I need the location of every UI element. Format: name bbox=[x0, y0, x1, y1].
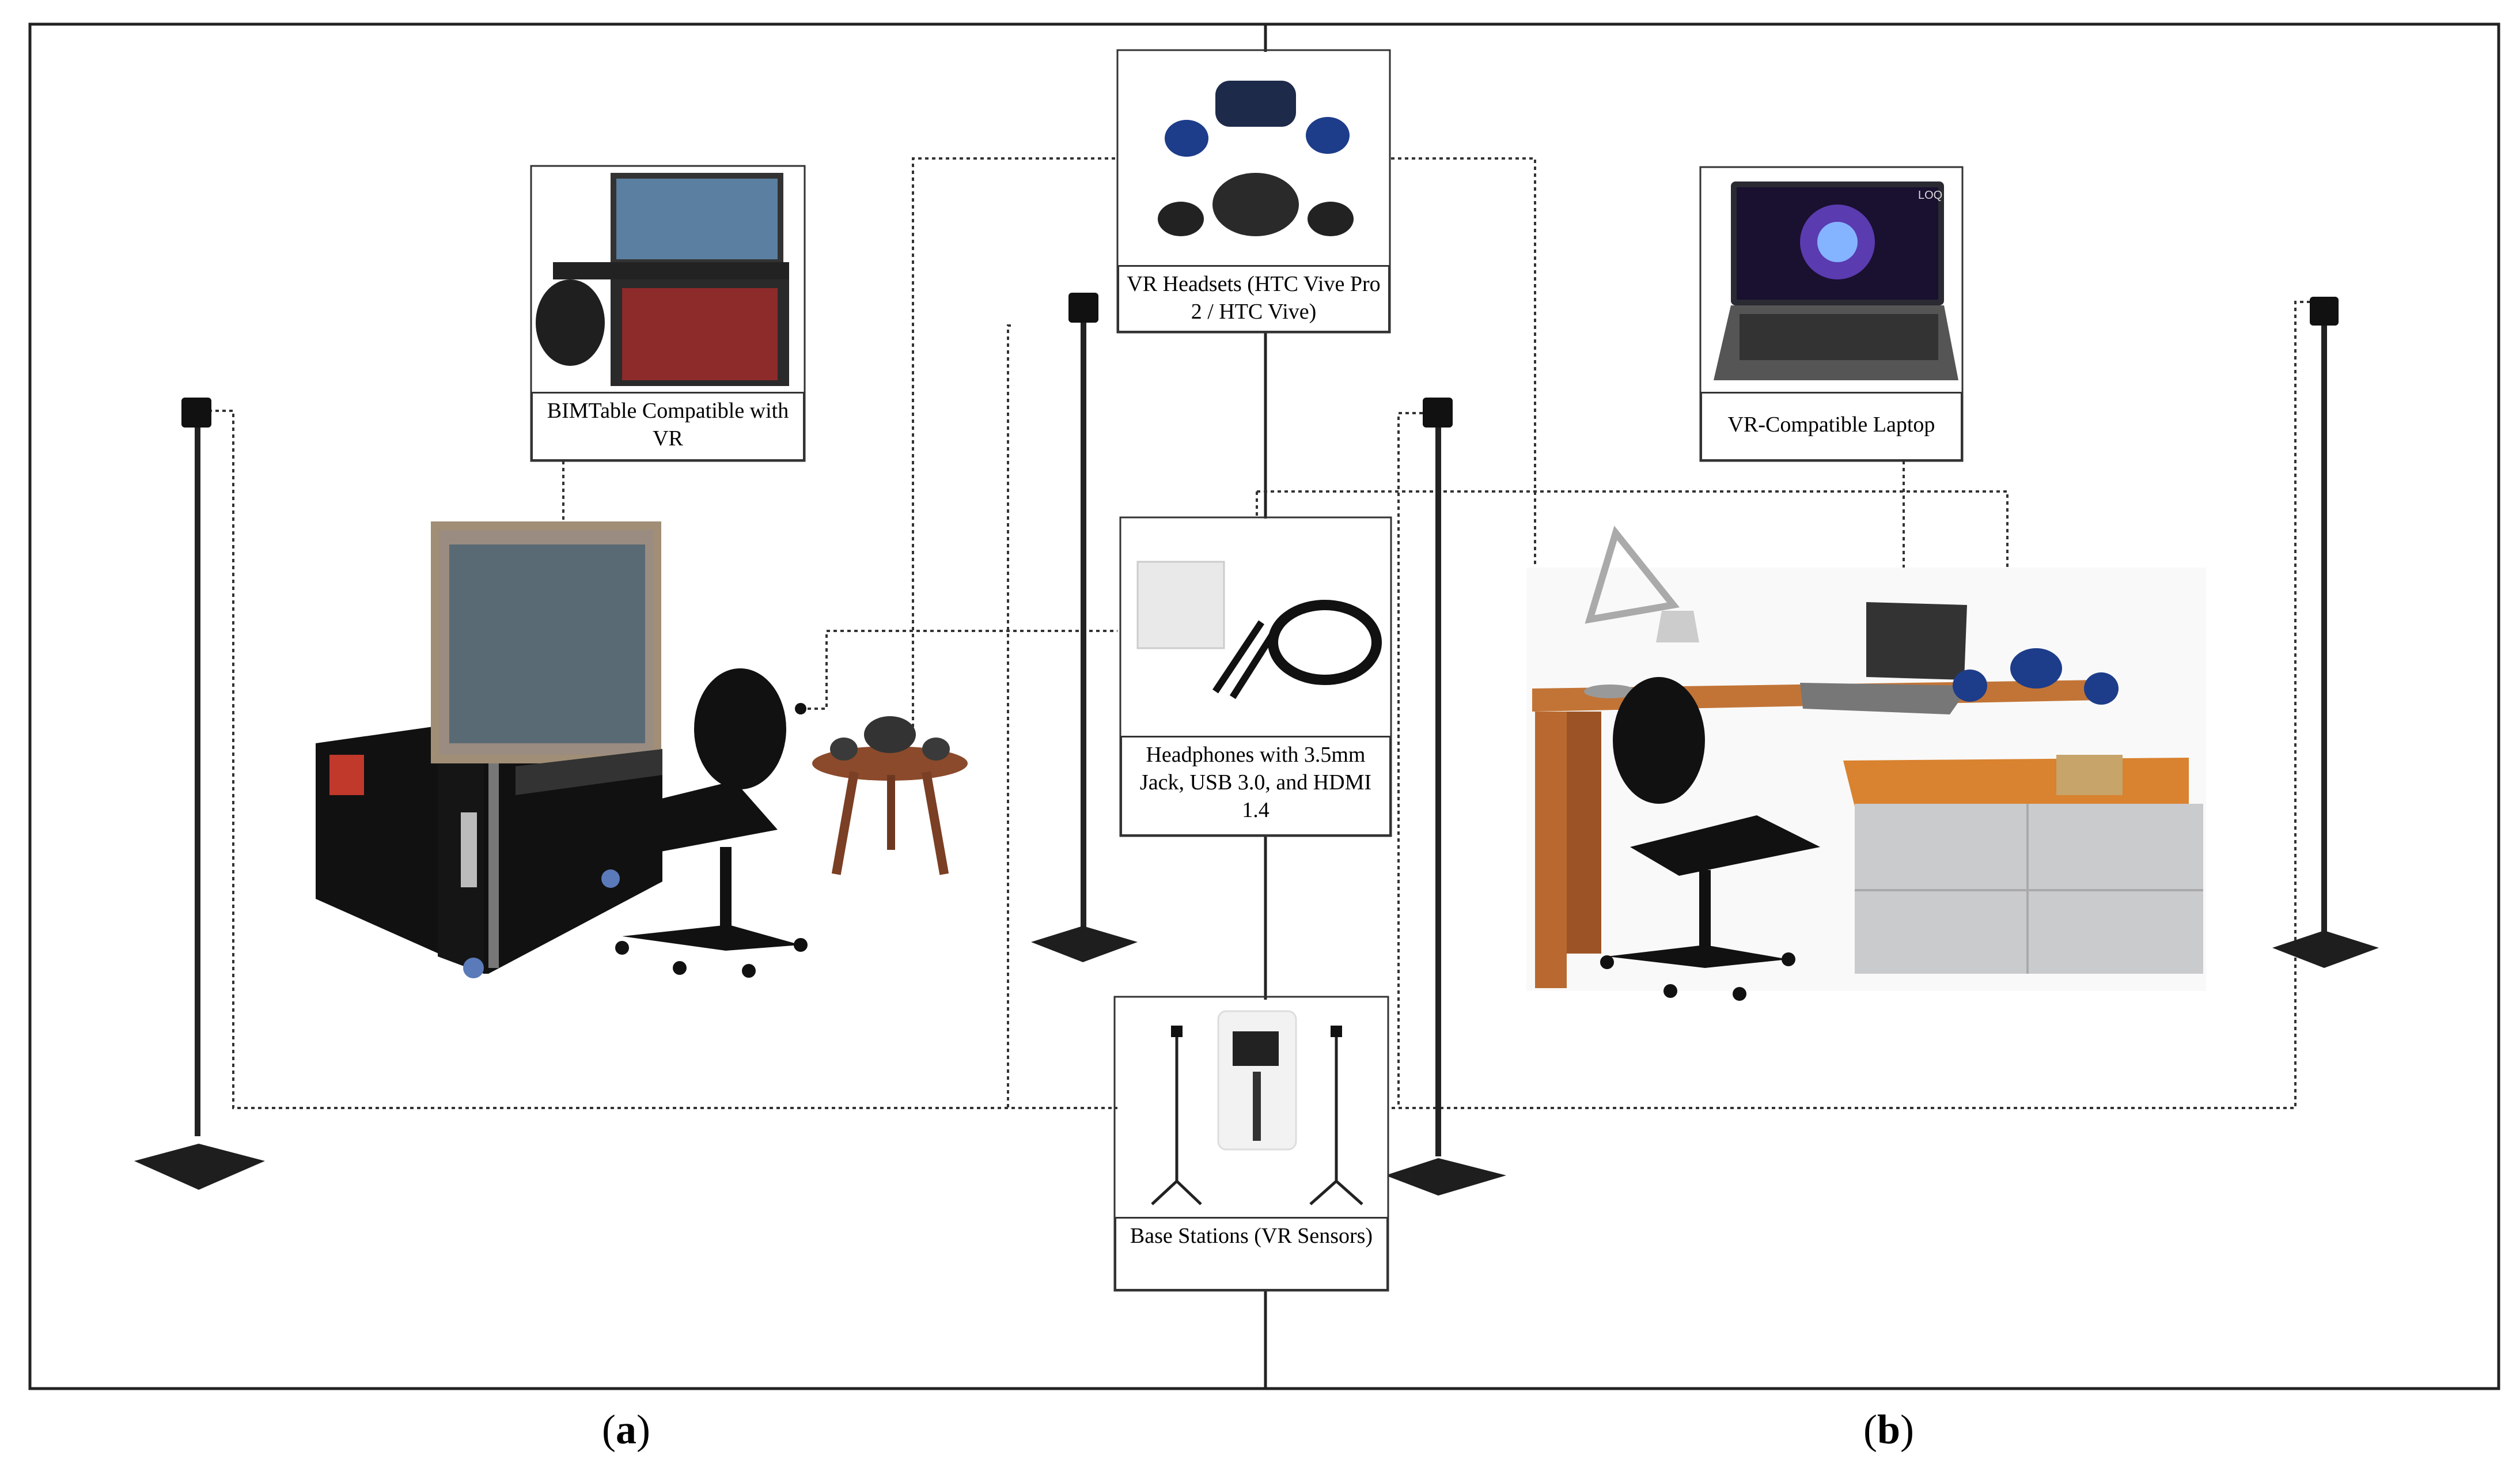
thumbnail-frames bbox=[530, 49, 1964, 1292]
base-station-stand-mid-right bbox=[1385, 398, 1506, 1196]
headphones-label-text: Headphones with 3.5mm Jack, USB 3.0, and… bbox=[1139, 743, 1372, 822]
vr-headsets-thumbnail bbox=[1119, 52, 1390, 277]
vr-headsets-label: VR Headsets (HTC Vive Pro 2 / HTC Vive) bbox=[1117, 265, 1390, 332]
office-chair-right bbox=[1600, 677, 1820, 1001]
laptop-label: VR-Compatible Laptop bbox=[1700, 392, 1962, 461]
laptop-thumbnail: LOQ bbox=[1702, 170, 1961, 392]
vr-headsets-label-text: VR Headsets (HTC Vive Pro 2 / HTC Vive) bbox=[1127, 272, 1381, 324]
caption-a-letter: a bbox=[615, 1406, 636, 1453]
base-stations-label-text: Base Stations (VR Sensors) bbox=[1130, 1224, 1373, 1248]
caption-b-letter: b bbox=[1877, 1406, 1901, 1453]
caption-a: (a) bbox=[602, 1406, 650, 1453]
laptop-brand-text: LOQ bbox=[1918, 189, 1942, 202]
base-station-stand-mid-left bbox=[1031, 293, 1138, 962]
bimtable-label: BIMTable Compatible with VR bbox=[531, 392, 805, 461]
bimtable-label-text: BIMTable Compatible with VR bbox=[547, 399, 789, 451]
laptop-label-text: VR-Compatible Laptop bbox=[1727, 413, 1935, 437]
base-stations-label: Base Stations (VR Sensors) bbox=[1115, 1217, 1388, 1291]
side-table-with-headset bbox=[812, 716, 968, 875]
headphones-label: Headphones with 3.5mm Jack, USB 3.0, and… bbox=[1120, 736, 1391, 836]
base-station-stand-left bbox=[134, 398, 265, 1190]
headphones-cables-thumbnail bbox=[1122, 519, 1390, 736]
base-station-stand-right bbox=[2272, 297, 2379, 968]
caption-b: (b) bbox=[1863, 1406, 1915, 1453]
base-stations-thumbnail bbox=[1117, 1000, 1388, 1217]
office-chair-left bbox=[593, 668, 808, 978]
bimtable-station bbox=[316, 521, 662, 978]
bimtable-thumbnail bbox=[533, 167, 804, 392]
